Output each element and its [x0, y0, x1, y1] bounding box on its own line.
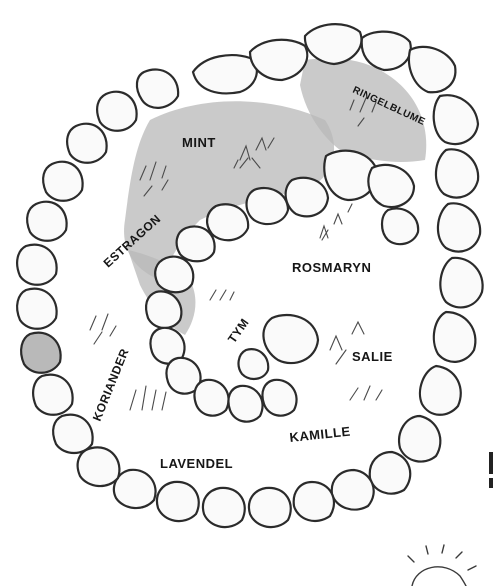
plant-koriander	[90, 314, 116, 344]
label-salie: SALIE	[352, 349, 393, 364]
stone	[294, 482, 334, 521]
plant-kamille	[350, 386, 382, 400]
sun-icon	[408, 545, 476, 586]
label-koriander: KORIANDER	[90, 346, 132, 423]
stone	[17, 289, 57, 329]
stone	[263, 315, 318, 363]
stone	[249, 488, 291, 527]
plant-lavendel	[130, 386, 166, 410]
stone	[434, 312, 476, 362]
stone	[250, 40, 307, 80]
plant-tym	[210, 290, 234, 300]
stone	[137, 69, 178, 107]
stone	[239, 349, 269, 379]
stone	[27, 202, 67, 241]
stone	[434, 95, 478, 144]
stone	[193, 55, 257, 93]
stone	[53, 415, 93, 453]
stone	[440, 258, 482, 308]
stone	[247, 188, 289, 224]
stone	[177, 226, 215, 261]
stone	[97, 92, 137, 131]
stone	[262, 380, 296, 416]
stone	[203, 488, 245, 527]
stone	[332, 470, 374, 510]
label-kamille: KAMILLE	[289, 424, 352, 445]
stone	[305, 24, 361, 64]
stone	[438, 203, 480, 251]
stone	[194, 380, 228, 416]
stone	[368, 165, 414, 207]
stone	[67, 124, 107, 163]
stone	[78, 447, 120, 486]
stone	[362, 32, 411, 70]
stone	[399, 416, 440, 462]
stone	[114, 470, 156, 508]
stone	[286, 178, 328, 217]
stone	[21, 333, 61, 373]
label-lavendel: LAVENDEL	[160, 456, 233, 471]
stone	[382, 208, 418, 244]
stone	[370, 452, 410, 494]
label-tym: TYM	[225, 316, 252, 346]
stone	[33, 375, 73, 415]
stone	[420, 366, 461, 415]
stone	[43, 162, 83, 201]
stone	[207, 204, 248, 240]
stone	[17, 245, 57, 285]
stone	[228, 386, 262, 422]
edge-marks	[489, 452, 493, 488]
plant-rosmaryn	[320, 204, 352, 240]
stone	[436, 149, 478, 197]
stone	[409, 47, 455, 92]
stone	[157, 482, 199, 521]
stone	[155, 257, 193, 293]
stone	[146, 291, 181, 328]
label-rosmaryn: ROSMARYN	[292, 260, 371, 275]
label-mint: MINT	[182, 135, 216, 150]
